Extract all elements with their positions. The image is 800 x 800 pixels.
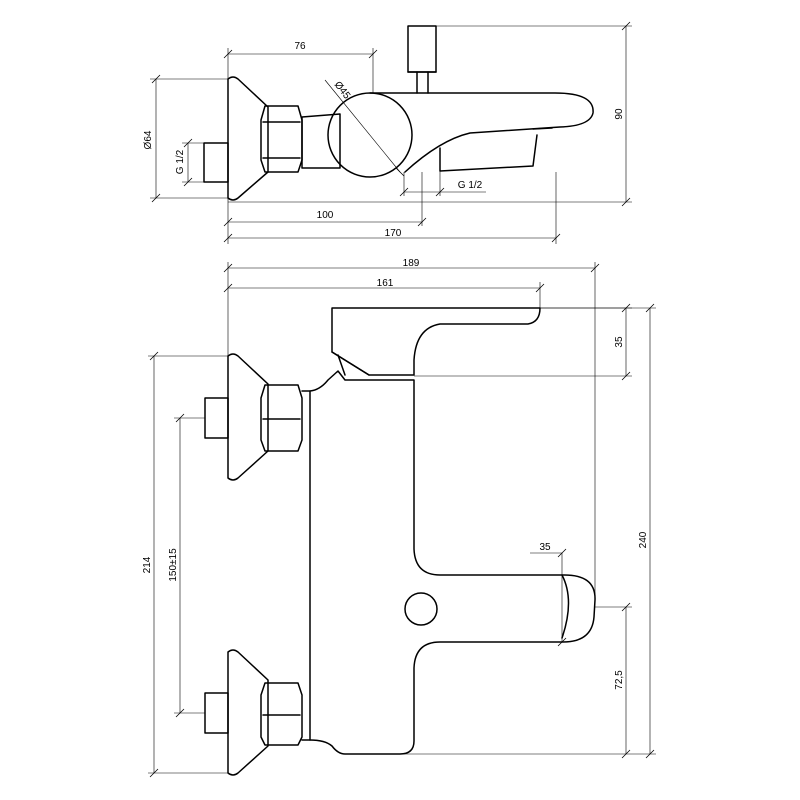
dim-170: 170 <box>385 228 402 239</box>
dim-35-spout: 35 <box>539 542 551 553</box>
dim-150-tolerance: 150±15 <box>168 548 179 582</box>
dim-90: 90 <box>614 108 625 120</box>
dim-g12-outlet: G 1/2 <box>458 180 483 191</box>
diverter-knob-top <box>407 25 437 73</box>
front-view: 189 161 35 240 214 150±15 <box>142 258 656 778</box>
hex-nut-top <box>260 105 303 173</box>
dim-d64: Ø64 <box>143 130 154 149</box>
dim-161: 161 <box>377 278 394 289</box>
mixer-body-front <box>301 370 596 755</box>
upper-inlet-connector <box>204 397 229 439</box>
dim-g12-inlet: G 1/2 <box>175 149 186 174</box>
upper-hex-nut <box>260 384 303 452</box>
inlet-connector-top <box>203 142 229 183</box>
top-view: 76 Ø45 90 Ø64 G 1/2 G 1/2 <box>143 21 632 244</box>
dim-189: 189 <box>403 258 420 269</box>
lower-hex-nut <box>260 682 303 746</box>
spout-outlet-top <box>439 134 538 172</box>
lever-handle <box>331 307 541 376</box>
body-neck-top <box>301 113 341 169</box>
wall-flange-top <box>227 76 269 201</box>
upper-wall-flange <box>227 353 269 481</box>
dim-35-lever: 35 <box>614 336 625 348</box>
lower-wall-flange <box>227 649 269 776</box>
spout-top <box>369 92 594 173</box>
dim-72-5: 72,5 <box>614 670 625 690</box>
dim-76: 76 <box>294 41 306 52</box>
diverter-knob-front <box>404 592 438 626</box>
dim-100: 100 <box>317 210 334 221</box>
lower-inlet-connector <box>204 692 229 734</box>
dim-214: 214 <box>142 556 153 573</box>
dim-240: 240 <box>638 531 649 548</box>
